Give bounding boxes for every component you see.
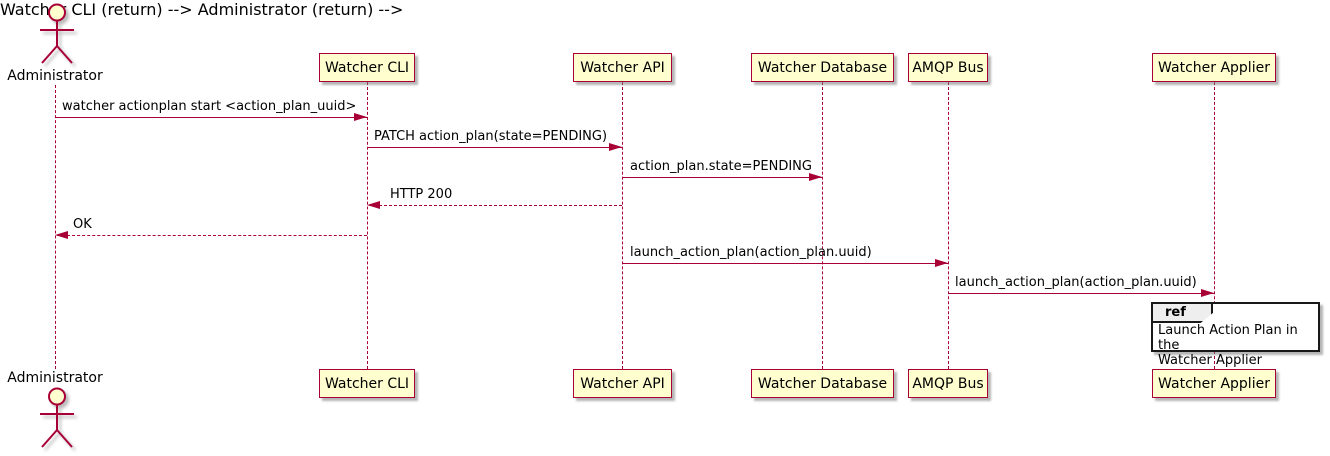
participant-watcher-database-top: Watcher Database xyxy=(751,53,894,82)
lifeline-watcher-cli xyxy=(367,82,368,369)
message-line xyxy=(55,117,367,118)
message-label: OK xyxy=(73,217,92,232)
message-line xyxy=(622,177,822,178)
ref-fragment: ref Launch Action Plan in the Watcher Ap… xyxy=(1151,302,1320,368)
message-line-return xyxy=(369,205,622,206)
participant-label: Watcher Applier xyxy=(1158,375,1270,392)
message-line xyxy=(948,293,1214,294)
participant-watcher-api-bottom: Watcher API xyxy=(573,369,672,398)
participant-label: AMQP Bus xyxy=(912,59,984,76)
participant-amqp-bus-top: AMQP Bus xyxy=(908,53,988,82)
arrowhead-right-icon xyxy=(935,259,948,267)
message-line xyxy=(622,263,948,264)
participant-watcher-applier-bottom: Watcher Applier xyxy=(1152,369,1276,398)
participant-label: Watcher CLI xyxy=(324,59,410,76)
participant-label: Watcher Applier xyxy=(1158,59,1270,76)
participant-watcher-applier-top: Watcher Applier xyxy=(1152,53,1276,82)
actor-icon-bottom xyxy=(40,387,74,448)
message-line-return xyxy=(57,235,367,236)
message-label: launch_action_plan(action_plan.uuid) xyxy=(630,245,872,260)
message-line xyxy=(367,147,622,148)
participant-label: Watcher Database xyxy=(757,59,888,76)
participant-watcher-cli-top: Watcher CLI xyxy=(319,53,415,82)
ref-tab: ref xyxy=(1151,302,1213,323)
message-label: action_plan.state=PENDING xyxy=(630,159,812,174)
participant-watcher-api-top: Watcher API xyxy=(573,53,672,82)
lifeline-amqp-bus xyxy=(948,82,949,369)
actor-label-bottom: Administrator xyxy=(7,370,103,386)
lifeline-watcher-database xyxy=(822,82,823,369)
participant-label: Watcher Database xyxy=(757,375,888,392)
message-label: watcher actionplan start <action_plan_uu… xyxy=(62,99,357,114)
message-label: HTTP 200 xyxy=(390,187,453,202)
participant-watcher-cli-bottom: Watcher CLI xyxy=(319,369,415,398)
participant-label: Watcher API xyxy=(580,59,665,76)
arrowhead-left-icon xyxy=(55,231,68,239)
actor-icon xyxy=(40,3,74,64)
arrowhead-right-icon xyxy=(354,113,367,121)
participant-watcher-database-bottom: Watcher Database xyxy=(751,369,894,398)
actor-label: Administrator xyxy=(7,68,103,84)
arrowhead-right-icon xyxy=(809,173,822,181)
participant-label: AMQP Bus xyxy=(912,375,984,392)
participant-label: Watcher API xyxy=(580,375,665,392)
lifeline-administrator xyxy=(55,85,56,369)
message-label: PATCH action_plan(state=PENDING) xyxy=(374,129,608,144)
participant-label: Watcher CLI xyxy=(324,375,410,392)
message-label: launch_action_plan(action_plan.uuid) xyxy=(955,275,1197,290)
arrowhead-left-icon xyxy=(367,201,380,209)
participant-amqp-bus-bottom: AMQP Bus xyxy=(908,369,988,398)
arrowhead-right-icon xyxy=(609,143,622,151)
lifeline-watcher-applier xyxy=(1214,82,1215,369)
lifeline-watcher-api xyxy=(622,82,623,369)
ref-text: Launch Action Plan in the Watcher Applie… xyxy=(1158,323,1298,368)
arrowhead-right-icon xyxy=(1201,289,1214,297)
